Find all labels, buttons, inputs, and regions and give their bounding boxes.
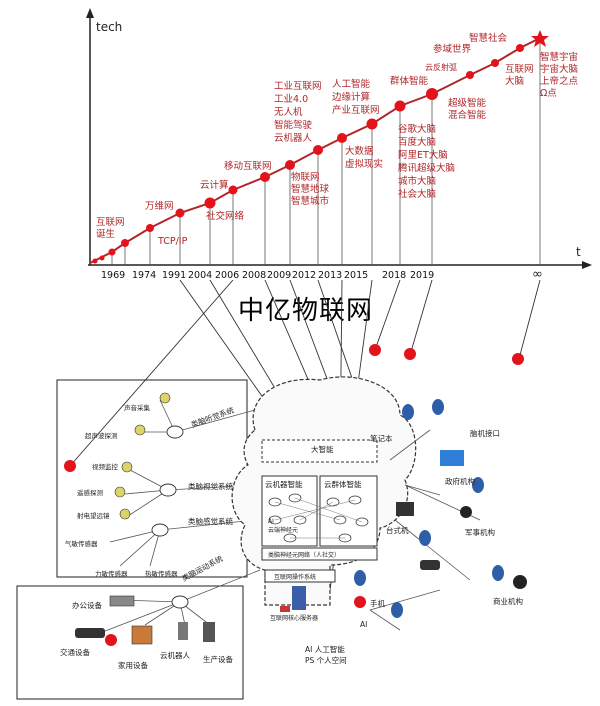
- year-label: 2015: [344, 270, 369, 281]
- milestone-label: 万维网: [145, 201, 174, 212]
- caption-ps: PS 个人空间: [305, 656, 347, 665]
- x-axis-label: t: [576, 245, 581, 259]
- year-label: 2019: [410, 270, 435, 281]
- visual-system-label: 类脑视觉系统: [188, 482, 233, 491]
- device-cloud-robot: 云机器人: [160, 651, 190, 660]
- sensor-video: 视频监控: [92, 463, 118, 471]
- year-label: 2009: [267, 270, 292, 281]
- desktop-label: 台式机: [386, 526, 409, 535]
- milestone-label: 人工智能 边缘计算 产业互联网: [332, 79, 380, 116]
- milestone-label: 超级智能 混合智能: [448, 98, 487, 121]
- sensor-radio-telescope: 射电望远镜: [77, 512, 110, 520]
- sensor-ultrasound: 超声波探测: [85, 432, 118, 440]
- government-label: 政府机构: [445, 477, 475, 486]
- milestone-label: 云反射弧: [425, 63, 457, 72]
- milestone-label: 谷歌大脑 百度大脑 阿里ET大脑 腾讯超级大脑 城市大脑 社会大脑: [398, 124, 456, 200]
- milestone-label: 社交网络: [206, 211, 245, 222]
- year-label: 2012: [292, 270, 317, 281]
- milestone-label: 智慧宇宙 宇宙大脑 上帝之点 Ω点: [540, 52, 579, 99]
- year-label: 2013: [318, 270, 343, 281]
- device-office: 办公设备: [72, 601, 102, 610]
- year-label: 2008: [242, 270, 267, 281]
- milestone-label: TCP/IP: [158, 236, 188, 247]
- year-label: 1969: [101, 270, 126, 281]
- ai-label: AI: [360, 620, 368, 629]
- brain-interface-label: 脑机接口: [470, 429, 500, 438]
- milestone-label: 群体智能: [390, 76, 429, 87]
- cloud-machine-intelligence: 云机器智能: [265, 480, 303, 489]
- milestone-label: 工业互联网 工业4.0 无人机 智能驾驶 云机器人: [274, 81, 322, 144]
- device-home: 家用设备: [118, 661, 148, 670]
- milestone-label: 互联网 大脑: [505, 64, 534, 87]
- milestone-label: 移动互联网: [224, 161, 272, 172]
- milestone-label: 云计算: [200, 180, 229, 191]
- year-label: 2004: [188, 270, 213, 281]
- somatosensory-system-label: 类脑感觉系统: [188, 517, 233, 526]
- year-label: 1974: [132, 270, 157, 281]
- internet-os: 互联网操作系统: [274, 574, 317, 581]
- year-label: 1991: [162, 270, 187, 281]
- brain-top-box: 大智能: [311, 445, 334, 454]
- caption-ai: AI 人工智能: [305, 645, 345, 654]
- internet-core-server: 互联网核心服务器: [270, 615, 319, 622]
- y-axis-label: tech: [96, 20, 123, 34]
- sensor-heat: 热敏传感器: [145, 570, 178, 578]
- milestone-label: 智慧社会: [469, 33, 508, 44]
- milestone-label: 大数据 虚拟现实: [345, 146, 384, 170]
- phone-label: 手机: [370, 599, 385, 608]
- notebook-label: 笔记本: [370, 434, 393, 443]
- brain-diagram: [16, 280, 541, 700]
- ai-cloud-neuron: AI 云端神经元: [268, 518, 299, 534]
- brain-bottom-bar: 类脑神经元网络（人社交）: [268, 552, 341, 559]
- military-label: 军事机构: [465, 528, 495, 537]
- timeline-chart: [86, 8, 592, 269]
- commerce-label: 商业机构: [493, 597, 523, 606]
- year-label: 2006: [215, 270, 240, 281]
- year-label: 2018: [382, 270, 407, 281]
- sensor-gas: 气敏传感器: [65, 540, 98, 548]
- sensor-remote: 遥感探测: [77, 489, 103, 497]
- device-transport: 交通设备: [60, 648, 90, 657]
- sensor-force: 力敏传感器: [95, 570, 128, 578]
- cloud-swarm-intelligence: 云群体智能: [324, 480, 362, 489]
- infinity-label: ∞: [532, 267, 543, 282]
- device-production: 生产设备: [203, 655, 233, 664]
- sensor-sound: 声音采集: [124, 404, 150, 412]
- milestone-label: 参域世界: [433, 44, 472, 55]
- milestone-label: 互联网 诞生: [96, 217, 125, 240]
- milestone-label: 物联网 智慧地球 智慧城市: [291, 172, 330, 207]
